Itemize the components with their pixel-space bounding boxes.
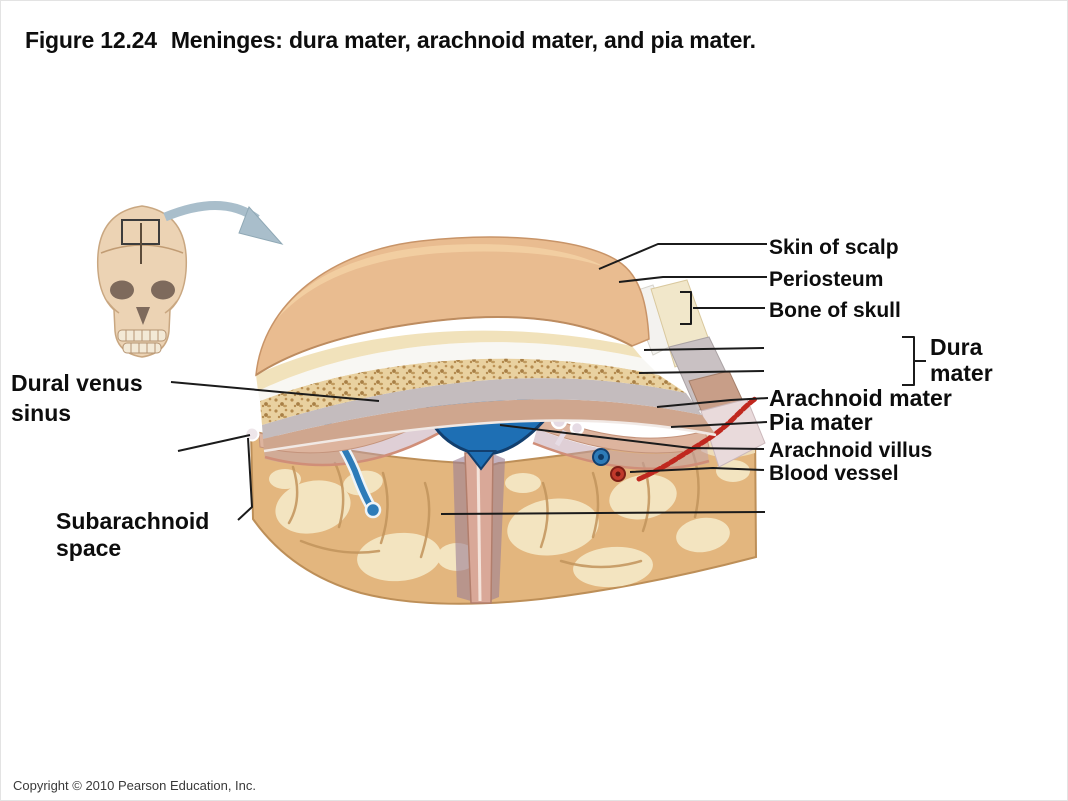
- figure-title-text: Meninges: dura mater, arachnoid mater, a…: [170, 27, 756, 53]
- copyright-notice: Copyright © 2010 Pearson Education, Inc.: [13, 778, 257, 793]
- skull-icon: [96, 205, 188, 358]
- pia-mater-line: [532, 441, 710, 471]
- eye-socket: [151, 280, 175, 300]
- zoom-arrow-icon: [163, 201, 284, 245]
- leader-line-arachnoid-mater: [656, 397, 769, 408]
- dura-brown-layer: [263, 399, 716, 451]
- subarachnoid-space-band: [533, 429, 709, 470]
- blood-vessel-cross-sections: [592, 448, 626, 482]
- label-arachnoid-villus: Arachnoid villus: [769, 439, 933, 462]
- periosteum-layer: [258, 342, 659, 401]
- leader-line-dural-venus-sinus: [170, 381, 380, 402]
- eye-socket: [110, 280, 134, 300]
- blood-vessel-coil: [636, 396, 758, 482]
- falx-cerebri: [453, 452, 505, 604]
- leader-line-blood-vessel: [629, 467, 765, 473]
- fat-layer: [256, 330, 642, 391]
- leader-line-dura-inner: [638, 370, 765, 374]
- bracket-dura-mater: [902, 336, 915, 386]
- label-dura-mater: Dura mater: [930, 334, 993, 386]
- figure-number: Figure 12.24: [25, 27, 157, 53]
- leader-line-subarachnoid-space: [237, 437, 253, 521]
- leader-lines: [170, 243, 926, 521]
- dura-gray-layer: [262, 378, 702, 439]
- subarachnoid-space-band: [263, 417, 437, 466]
- sulci-lines: [287, 451, 700, 569]
- label-subarachnoid-space: Subarachnoid space: [56, 508, 210, 561]
- skin-layer: [255, 236, 650, 377]
- leader-line-periosteum: [618, 276, 767, 283]
- nasal-aperture: [136, 307, 150, 325]
- figure-title: Figure 12.24 Meninges: dura mater, arachn…: [25, 27, 756, 54]
- meninges-block-illustration: [244, 236, 766, 605]
- arachnoid-villus-shape: [244, 426, 260, 442]
- leader-line-sinus-edge: [177, 434, 251, 452]
- label-blood-vessel: Blood vessel: [769, 462, 899, 485]
- label-periosteum: Periosteum: [769, 268, 884, 291]
- label-bone-of-skull: Bone of skull: [769, 299, 901, 322]
- label-dural-venus-sinus: Dural venus sinus: [11, 370, 143, 426]
- leader-line-skin-of-scalp: [598, 243, 767, 270]
- bracket-bone-of-skull: [680, 291, 692, 325]
- leader-line-dura-outer: [643, 347, 765, 351]
- label-skin-of-scalp: Skin of scalp: [769, 236, 899, 259]
- label-pia-mater: Pia mater: [769, 409, 873, 435]
- leader-line-fissure: [440, 511, 766, 515]
- label-arachnoid-mater: Arachnoid mater: [769, 385, 952, 411]
- leader-line-pia-mater: [670, 421, 768, 428]
- leader-line-arachnoid-villus: [499, 424, 765, 450]
